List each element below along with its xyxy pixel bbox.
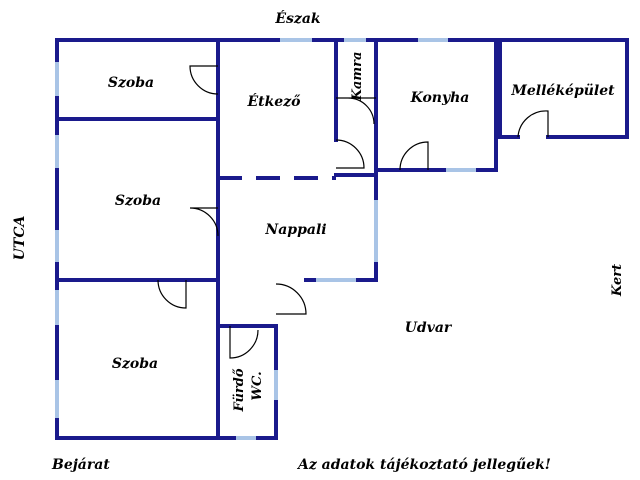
room-label-wc: WC. bbox=[250, 371, 265, 400]
room-label-dining: Étkező bbox=[246, 92, 301, 110]
door-pantry bbox=[336, 97, 376, 125]
door-dining-kitchen bbox=[335, 139, 365, 169]
door-living-yard bbox=[275, 283, 307, 315]
walls bbox=[55, 38, 629, 440]
room-label-middle: Szoba bbox=[115, 193, 161, 209]
door-room3 bbox=[157, 279, 187, 309]
room-label-living: Nappali bbox=[264, 222, 326, 238]
label-north: Észak bbox=[274, 9, 321, 27]
label-street: UTCA bbox=[12, 216, 28, 261]
windows bbox=[55, 38, 476, 440]
room-label-kitchen: Konyha bbox=[410, 90, 470, 106]
door-kitchen bbox=[399, 141, 429, 171]
room-label-bottom: Szoba bbox=[112, 356, 158, 372]
label-garden: Kert bbox=[610, 264, 625, 297]
door-outbuilding bbox=[517, 110, 549, 138]
label-disclaimer: Az adatok tájékoztató jellegűek! bbox=[296, 457, 551, 473]
room-label-top: Szoba bbox=[108, 75, 154, 91]
door-room2-living bbox=[189, 207, 219, 237]
doors bbox=[157, 65, 549, 359]
door-bath bbox=[229, 326, 259, 359]
label-yard: Udvar bbox=[405, 320, 453, 336]
labels: Észak UTCA Kert Bejárat Az adatok tájéko… bbox=[12, 9, 625, 473]
room-label-outbuilding: Melléképület bbox=[510, 83, 615, 99]
door-room1-dining bbox=[189, 65, 219, 95]
room-label-bath: Fürdő bbox=[232, 368, 247, 412]
label-entrance: Bejárat bbox=[51, 457, 110, 473]
room-label-pantry: Kamra bbox=[350, 52, 365, 102]
